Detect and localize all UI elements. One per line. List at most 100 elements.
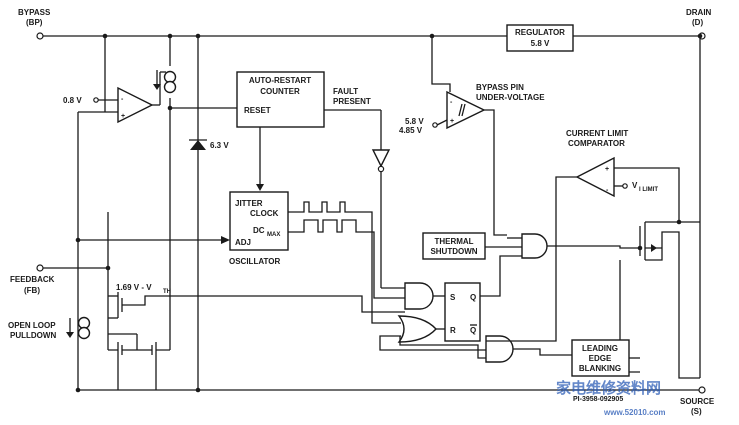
drain-pin-name: DRAIN bbox=[686, 8, 712, 17]
output-and-gate bbox=[521, 233, 548, 259]
wire bbox=[399, 336, 486, 359]
oscillator-dc: DC bbox=[253, 226, 265, 235]
current-limit-label-1: CURRENT LIMIT bbox=[566, 129, 628, 138]
wire bbox=[122, 295, 405, 313]
pulldown-label-2: PULLDOWN bbox=[10, 331, 56, 340]
latch-q: Q bbox=[470, 293, 476, 302]
bypass-pin-name: BYPASS bbox=[18, 8, 51, 17]
junction-dot bbox=[637, 245, 643, 251]
figure-id: PI-3958-092905 bbox=[573, 396, 623, 403]
wire bbox=[480, 255, 522, 297]
vlimit-sub: I LIMIT bbox=[639, 187, 658, 193]
junction-dot bbox=[167, 105, 173, 111]
wire bbox=[512, 176, 577, 342]
uv-low-label: 4.85 V bbox=[399, 126, 423, 135]
oscillator-adj: ADJ bbox=[235, 238, 251, 247]
current-limit-comparator bbox=[575, 156, 615, 198]
regulator-block bbox=[506, 24, 574, 52]
wire bbox=[484, 109, 507, 236]
thermal-shutdown-block bbox=[422, 232, 486, 260]
vlimit-label: V bbox=[632, 181, 638, 190]
comparator-minus: - bbox=[121, 96, 124, 103]
comparator-plus: + bbox=[121, 113, 125, 120]
fault-inverter bbox=[371, 149, 391, 168]
junction-dot bbox=[75, 387, 81, 393]
feedback-pin[interactable] bbox=[36, 264, 44, 272]
oscillator-jitter: JITTER bbox=[235, 199, 263, 208]
pulldown-label-1: OPEN LOOP bbox=[8, 321, 56, 330]
wire bbox=[513, 348, 572, 356]
junction-dot bbox=[167, 33, 173, 39]
latch-qbar: Q bbox=[470, 326, 476, 335]
mosfet-arrow bbox=[651, 244, 657, 252]
source-pin[interactable] bbox=[698, 386, 706, 394]
current-mirror bbox=[108, 342, 170, 358]
bypass-uv-comparator bbox=[446, 90, 486, 130]
arrow-to-oscillator bbox=[256, 184, 264, 191]
oscillator-name: OSCILLATOR bbox=[229, 257, 280, 266]
bypass-uv-plus: + bbox=[450, 118, 454, 125]
cl-minus: - bbox=[606, 187, 609, 194]
fault-label-1: FAULT bbox=[333, 87, 358, 96]
junction-dot bbox=[676, 219, 682, 225]
dcmax-waveform bbox=[288, 219, 364, 233]
feedback-pin-code: (FB) bbox=[24, 286, 40, 295]
junction-dot bbox=[429, 33, 435, 39]
oscillator-dc-sub: MAX bbox=[267, 232, 280, 238]
feedback-pin-name: FEEDBACK bbox=[10, 275, 55, 284]
junction-dot bbox=[75, 237, 81, 243]
auto-restart-subtitle: COUNTER bbox=[260, 87, 300, 96]
bypass-pin-code: (BP) bbox=[26, 18, 43, 27]
fault-label-2: PRESENT bbox=[333, 97, 371, 106]
vlimit-terminal bbox=[622, 183, 628, 189]
latch-s: S bbox=[450, 293, 456, 302]
regulator-label: REGULATOR bbox=[515, 28, 565, 37]
bypass-pin[interactable] bbox=[36, 32, 44, 40]
hysteresis-icon bbox=[458, 103, 466, 117]
wire bbox=[614, 167, 700, 223]
drain-pin-code: (D) bbox=[692, 18, 703, 27]
junction-dot bbox=[195, 33, 201, 39]
auto-restart-counter-block bbox=[236, 71, 325, 128]
current-limit-label-2: COMPARATOR bbox=[568, 139, 625, 148]
wire bbox=[645, 231, 700, 379]
junction-dot bbox=[105, 265, 111, 271]
leb-label-3: BLANKING bbox=[579, 364, 621, 373]
pulldown-arrow-head bbox=[66, 332, 74, 338]
uv-high-label: 5.8 V bbox=[405, 117, 424, 126]
wire bbox=[436, 119, 448, 126]
ref-0v8-label: 0.8 V bbox=[63, 96, 82, 105]
watermark-text: 家电维修资料网 bbox=[556, 379, 661, 397]
regulator-voltage: 5.8 V bbox=[531, 39, 550, 48]
leb-label-1: LEADING bbox=[582, 344, 618, 353]
source-pin-code: (S) bbox=[691, 407, 702, 416]
oscillator-block bbox=[229, 191, 289, 251]
auto-restart-reset: RESET bbox=[244, 106, 271, 115]
zener-diode bbox=[190, 140, 206, 150]
oscillator-clock: CLOCK bbox=[250, 209, 279, 218]
fault-inverter-bubble bbox=[377, 165, 385, 173]
ref-0v8-terminal bbox=[93, 97, 99, 103]
thermal-label-2: SHUTDOWN bbox=[430, 247, 477, 256]
bypass-uv-label-2: UNDER-VOLTAGE bbox=[476, 93, 545, 102]
leb-label-2: EDGE bbox=[589, 354, 612, 363]
junction-dot bbox=[102, 33, 108, 39]
uv-ref-terminal bbox=[432, 122, 438, 128]
latch-r: R bbox=[450, 326, 456, 335]
pulldown-source-lower bbox=[77, 326, 91, 340]
wire bbox=[358, 211, 401, 324]
wire bbox=[547, 245, 640, 249]
bypass-uv-minus: - bbox=[450, 99, 453, 106]
cl-plus: + bbox=[605, 166, 609, 173]
current-source-lower bbox=[163, 80, 177, 94]
vth-label: 1.69 V - V bbox=[116, 283, 152, 292]
wire bbox=[431, 36, 451, 92]
source-pin-name: SOURCE bbox=[680, 397, 715, 406]
wire bbox=[364, 231, 405, 299]
comparator-0v8 bbox=[117, 86, 154, 124]
auto-restart-title: AUTO-RESTART bbox=[249, 76, 311, 85]
bypass-uv-label-1: BYPASS PIN bbox=[476, 83, 524, 92]
blanking-and-gate bbox=[485, 335, 514, 363]
